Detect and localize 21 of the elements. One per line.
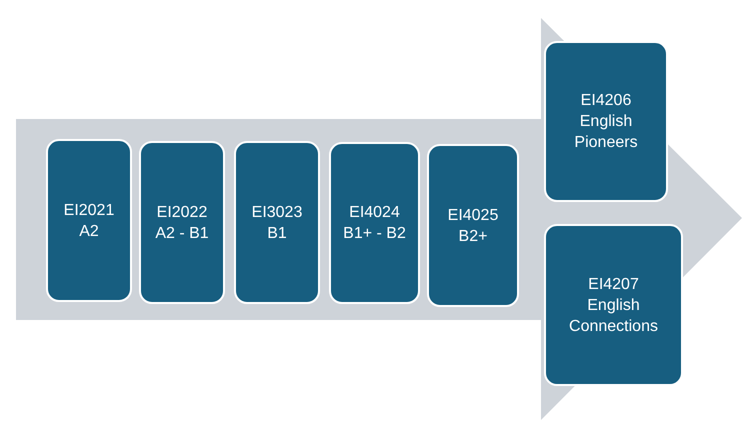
course-code: EI2022 [156, 202, 208, 222]
course-box [234, 141, 320, 304]
course-code: EI4207 [588, 274, 639, 294]
course-box [46, 139, 132, 302]
course-code: EI4025 [448, 206, 498, 226]
course-box [544, 224, 683, 386]
course-detail: A2 - B1 [155, 224, 209, 244]
course-code: EI4206 [580, 91, 632, 111]
course-detail: B2+ [458, 226, 488, 246]
course-code: EI4024 [349, 203, 400, 223]
course-box [139, 141, 225, 304]
course-code: EI2021 [64, 200, 114, 220]
course-box [427, 144, 519, 307]
course-detail: English Connections [568, 296, 659, 336]
course-detail: A2 [79, 222, 99, 242]
course-code: EI3023 [252, 202, 302, 222]
course-box [544, 41, 668, 202]
course-detail: English Pioneers [573, 112, 639, 153]
course-detail: B1 [267, 224, 287, 244]
course-box [329, 142, 420, 304]
course-detail: B1+ - B2 [343, 224, 406, 244]
